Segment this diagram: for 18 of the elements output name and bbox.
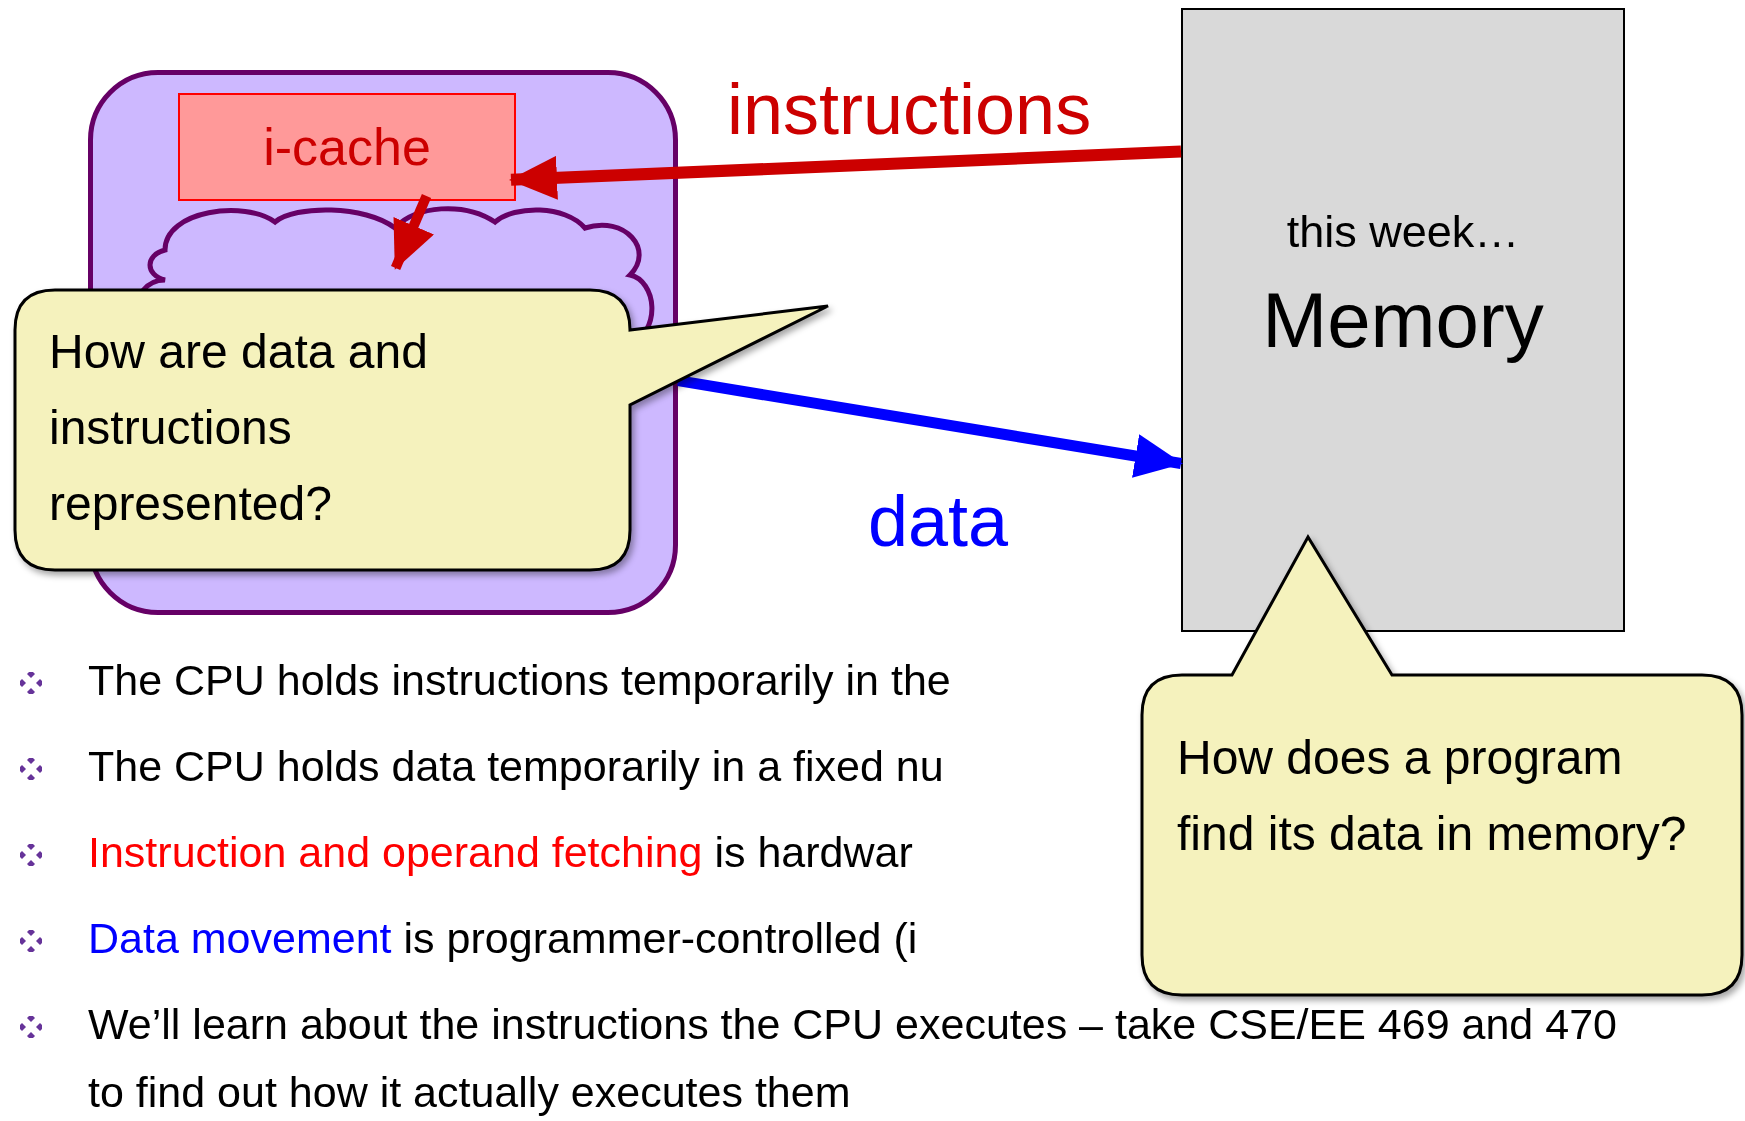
bullet-text: is programmer-controlled (i [403, 914, 918, 962]
callout-text: How does a program find its data in memory? [1177, 730, 1688, 862]
memory-box [1181, 8, 1625, 632]
bullet-text: Data movement [88, 914, 392, 962]
edge-label: instructions [727, 68, 1092, 150]
arrow [509, 145, 1182, 200]
cache-label: i-cache [263, 117, 431, 177]
callout-text: How are data and instructions represented? [49, 324, 429, 532]
bullet-text: We’ll learn about the instructions the CPU executes – take CSE/EE 469 and 470 to find out how it actually executes them [88, 1000, 1618, 1116]
bullet-text: is hardwar [714, 828, 913, 876]
memory-title: Memory [1261, 278, 1545, 364]
cache-box [178, 93, 516, 201]
edge-label: data [868, 480, 1009, 562]
bullet-text: The CPU holds instructions temporarily in the [88, 656, 951, 704]
memory-subtitle: this week… [1285, 207, 1521, 257]
bullet-text: Instruction and operand fetching [88, 828, 703, 876]
arrow [677, 375, 1183, 478]
bullet-text: The CPU holds data temporarily in a fixed nu [88, 742, 944, 790]
